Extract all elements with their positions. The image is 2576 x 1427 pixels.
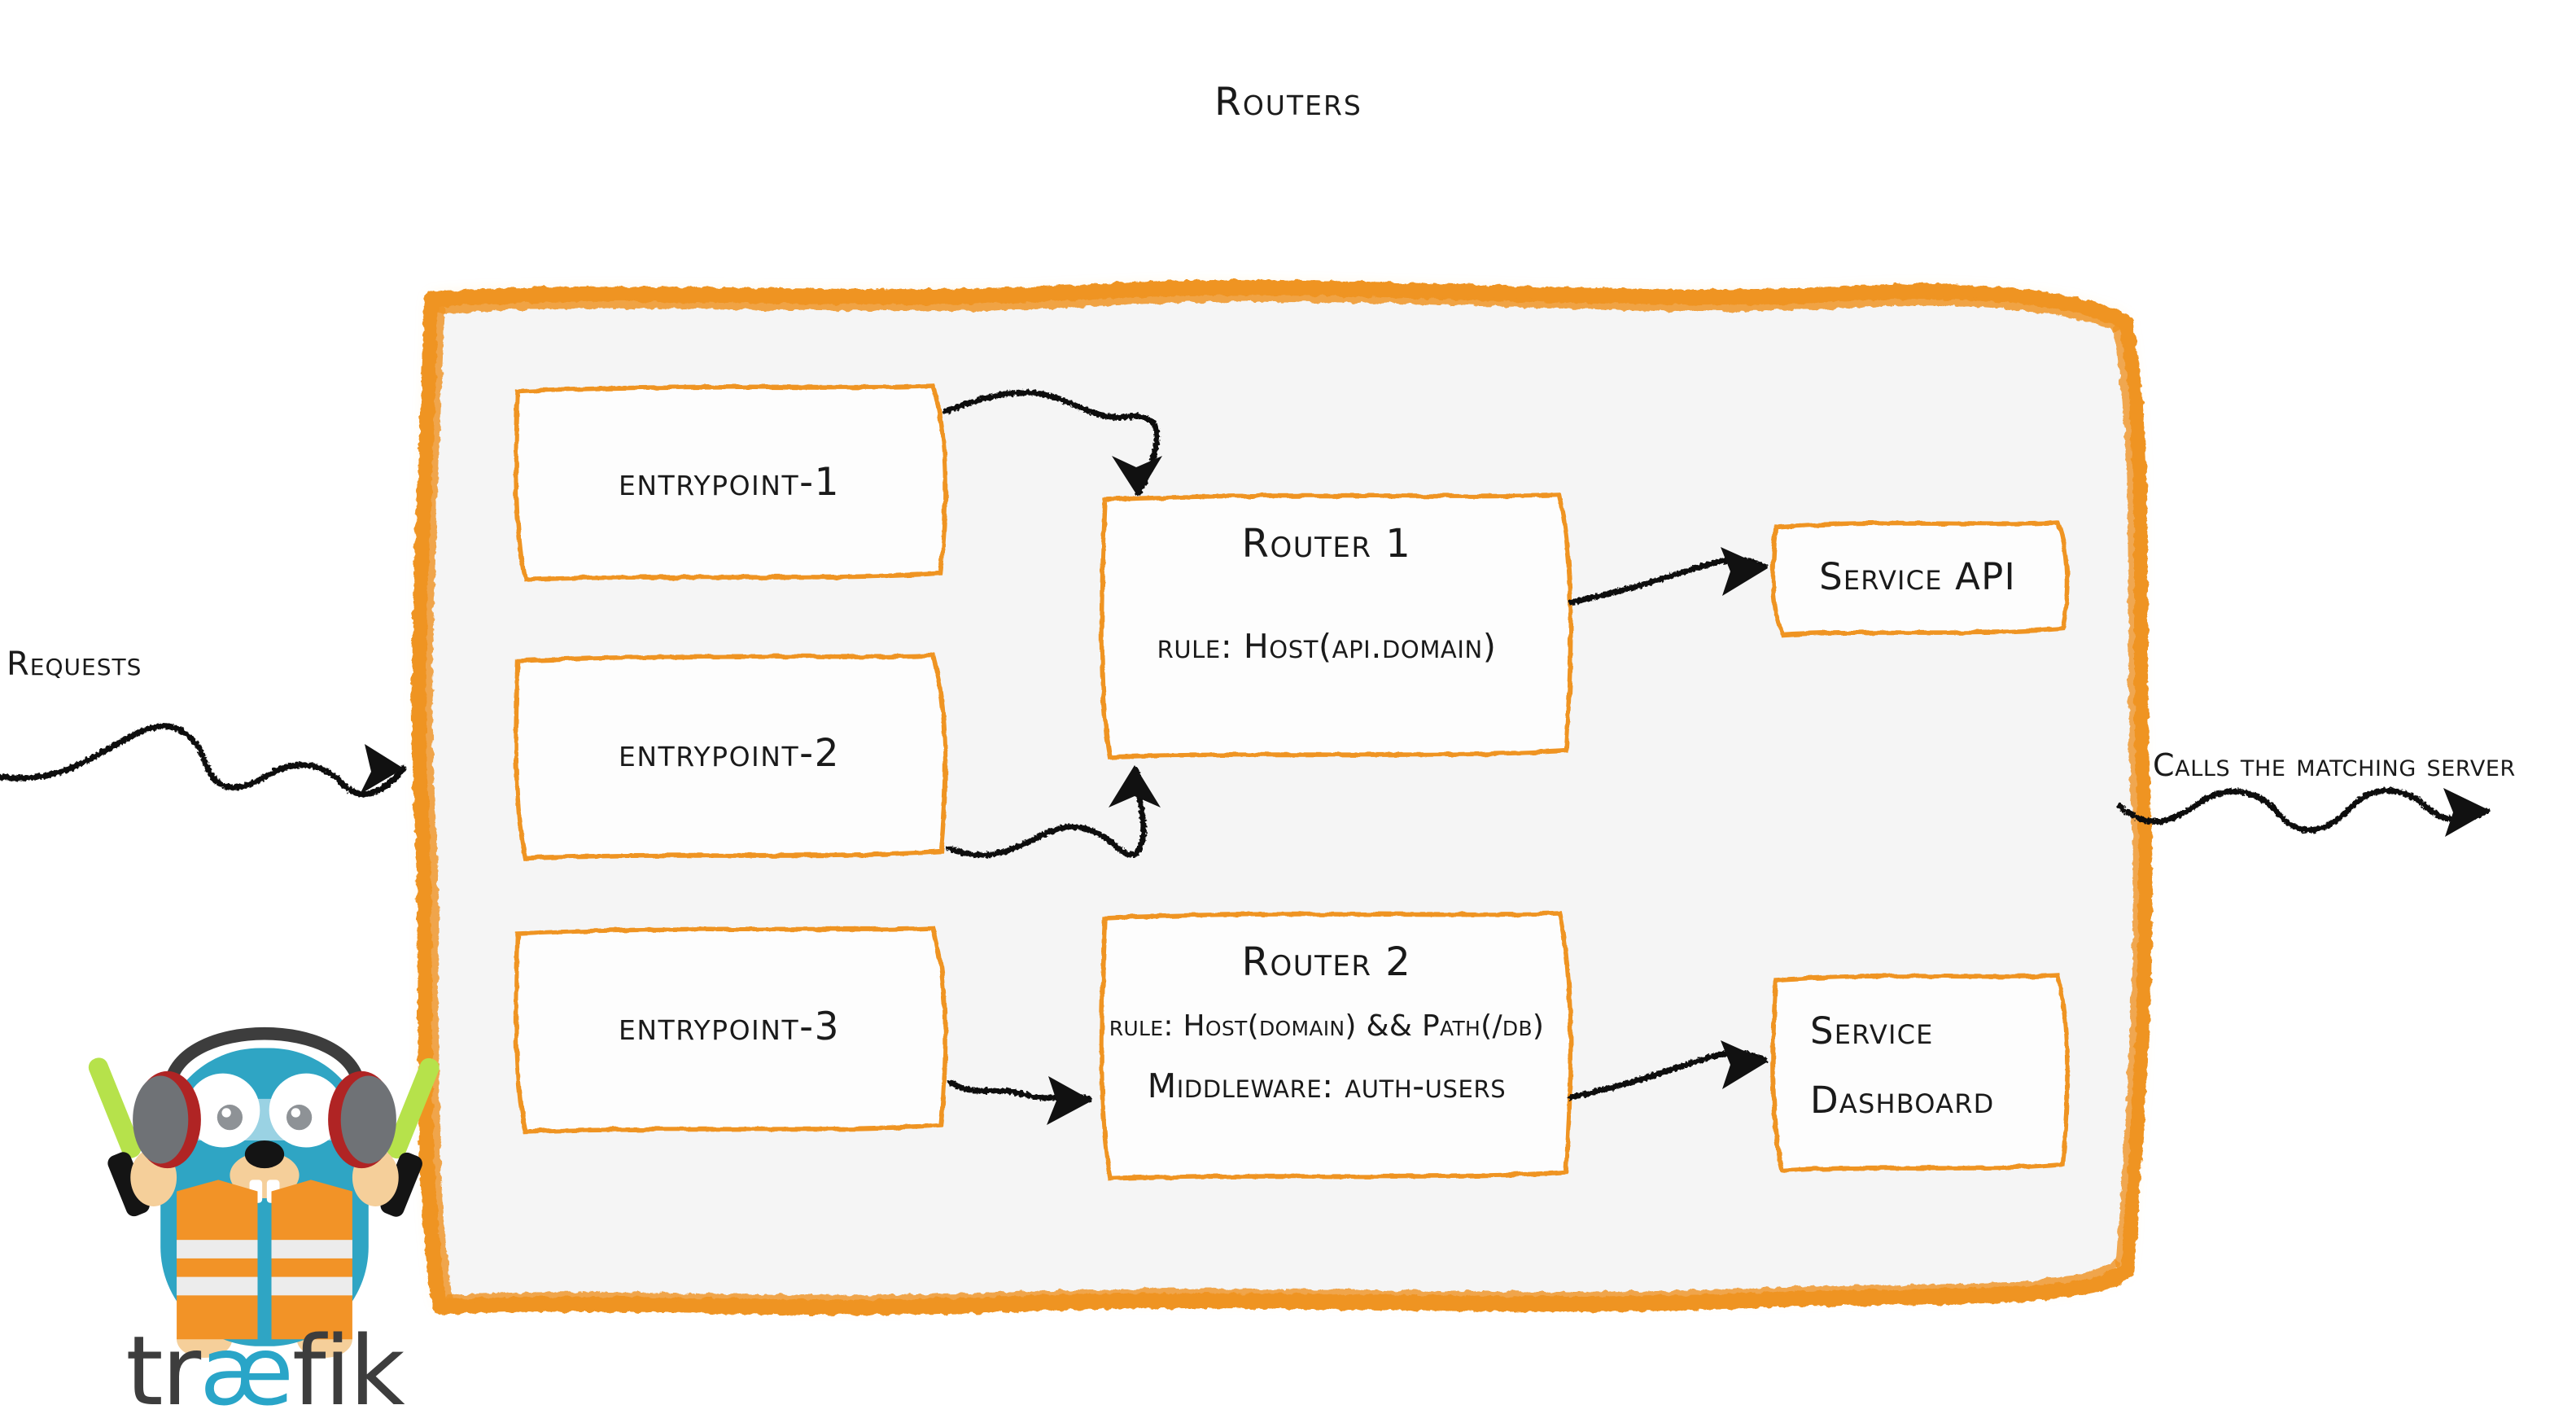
- entrypoint-box-3: [514, 926, 948, 1134]
- service-api-label: Service API: [1819, 555, 2016, 598]
- arrowhead-ep2-router1: [1109, 765, 1161, 808]
- service-dashboard-label-line1: Service: [1810, 1009, 1934, 1053]
- entrypoint-label-3: entrypoint-3: [619, 1005, 840, 1049]
- router-2-rule: rule: Host(domain) && Path(/db): [1109, 1009, 1545, 1043]
- router-boxes: [1099, 492, 1573, 1181]
- entrypoint-box-2: [514, 653, 948, 860]
- gopher-headphone-band: [163, 1026, 366, 1094]
- arrowhead-ep1-router1: [1112, 456, 1162, 497]
- gopher-nose: [244, 1140, 285, 1169]
- arrow-heads: [360, 456, 2491, 1125]
- traefik-wordmark: træfik: [125, 1315, 405, 1427]
- arrowhead-ep3-router2: [1047, 1076, 1092, 1125]
- arrowhead-outbound: [2443, 788, 2491, 837]
- entrypoint-boxes: [514, 383, 948, 1134]
- arrow-requests: [0, 723, 407, 797]
- router-1-rule: rule: Host(api.domain): [1157, 627, 1497, 666]
- requests-label: Requests: [7, 646, 142, 683]
- glowstick-right: [380, 1057, 440, 1217]
- gopher-headphone-left: [133, 1070, 201, 1169]
- gopher-safety-vest: [177, 1180, 352, 1340]
- service-boxes: [1770, 520, 2070, 1173]
- router-2-middleware: Middleware: auth-users: [1147, 1066, 1507, 1105]
- entrypoint-label-2: entrypoint-2: [619, 731, 840, 776]
- traefik-gopher-mascot: [88, 1026, 440, 1358]
- service-box-api: [1770, 520, 2070, 637]
- arrow-ep2-router1: [946, 767, 1147, 858]
- page-title: Routers: [1214, 80, 1362, 125]
- service-dashboard-label-line2: Dashboard: [1810, 1079, 1995, 1122]
- router-box-2: [1099, 911, 1573, 1181]
- entrypoint-label-1: entrypoint-1: [619, 460, 840, 505]
- arrow-ep1-router1: [942, 389, 1160, 497]
- glowstick-left: [88, 1057, 150, 1217]
- arrowhead-requests: [360, 744, 404, 794]
- wordmark-pre: tr: [125, 1315, 201, 1427]
- wordmark-post: fik: [291, 1315, 405, 1427]
- router-2-name: Router 2: [1241, 939, 1412, 985]
- router-box-1: [1099, 492, 1573, 759]
- service-box-dashboard: [1770, 973, 2070, 1173]
- entrypoint-box-1: [514, 383, 948, 582]
- gopher-snout: [230, 1152, 300, 1199]
- router-1-name: Router 1: [1241, 521, 1412, 567]
- arrow-outbound: [2116, 787, 2491, 834]
- calls-matching-server-label: Calls the matching server: [2153, 747, 2516, 783]
- gopher-headphone-right: [328, 1070, 396, 1169]
- arrowhead-router2-dash: [1721, 1040, 1768, 1089]
- arrowhead-router1-api: [1721, 547, 1768, 596]
- wordmark-ae-ligature: æ: [199, 1315, 294, 1427]
